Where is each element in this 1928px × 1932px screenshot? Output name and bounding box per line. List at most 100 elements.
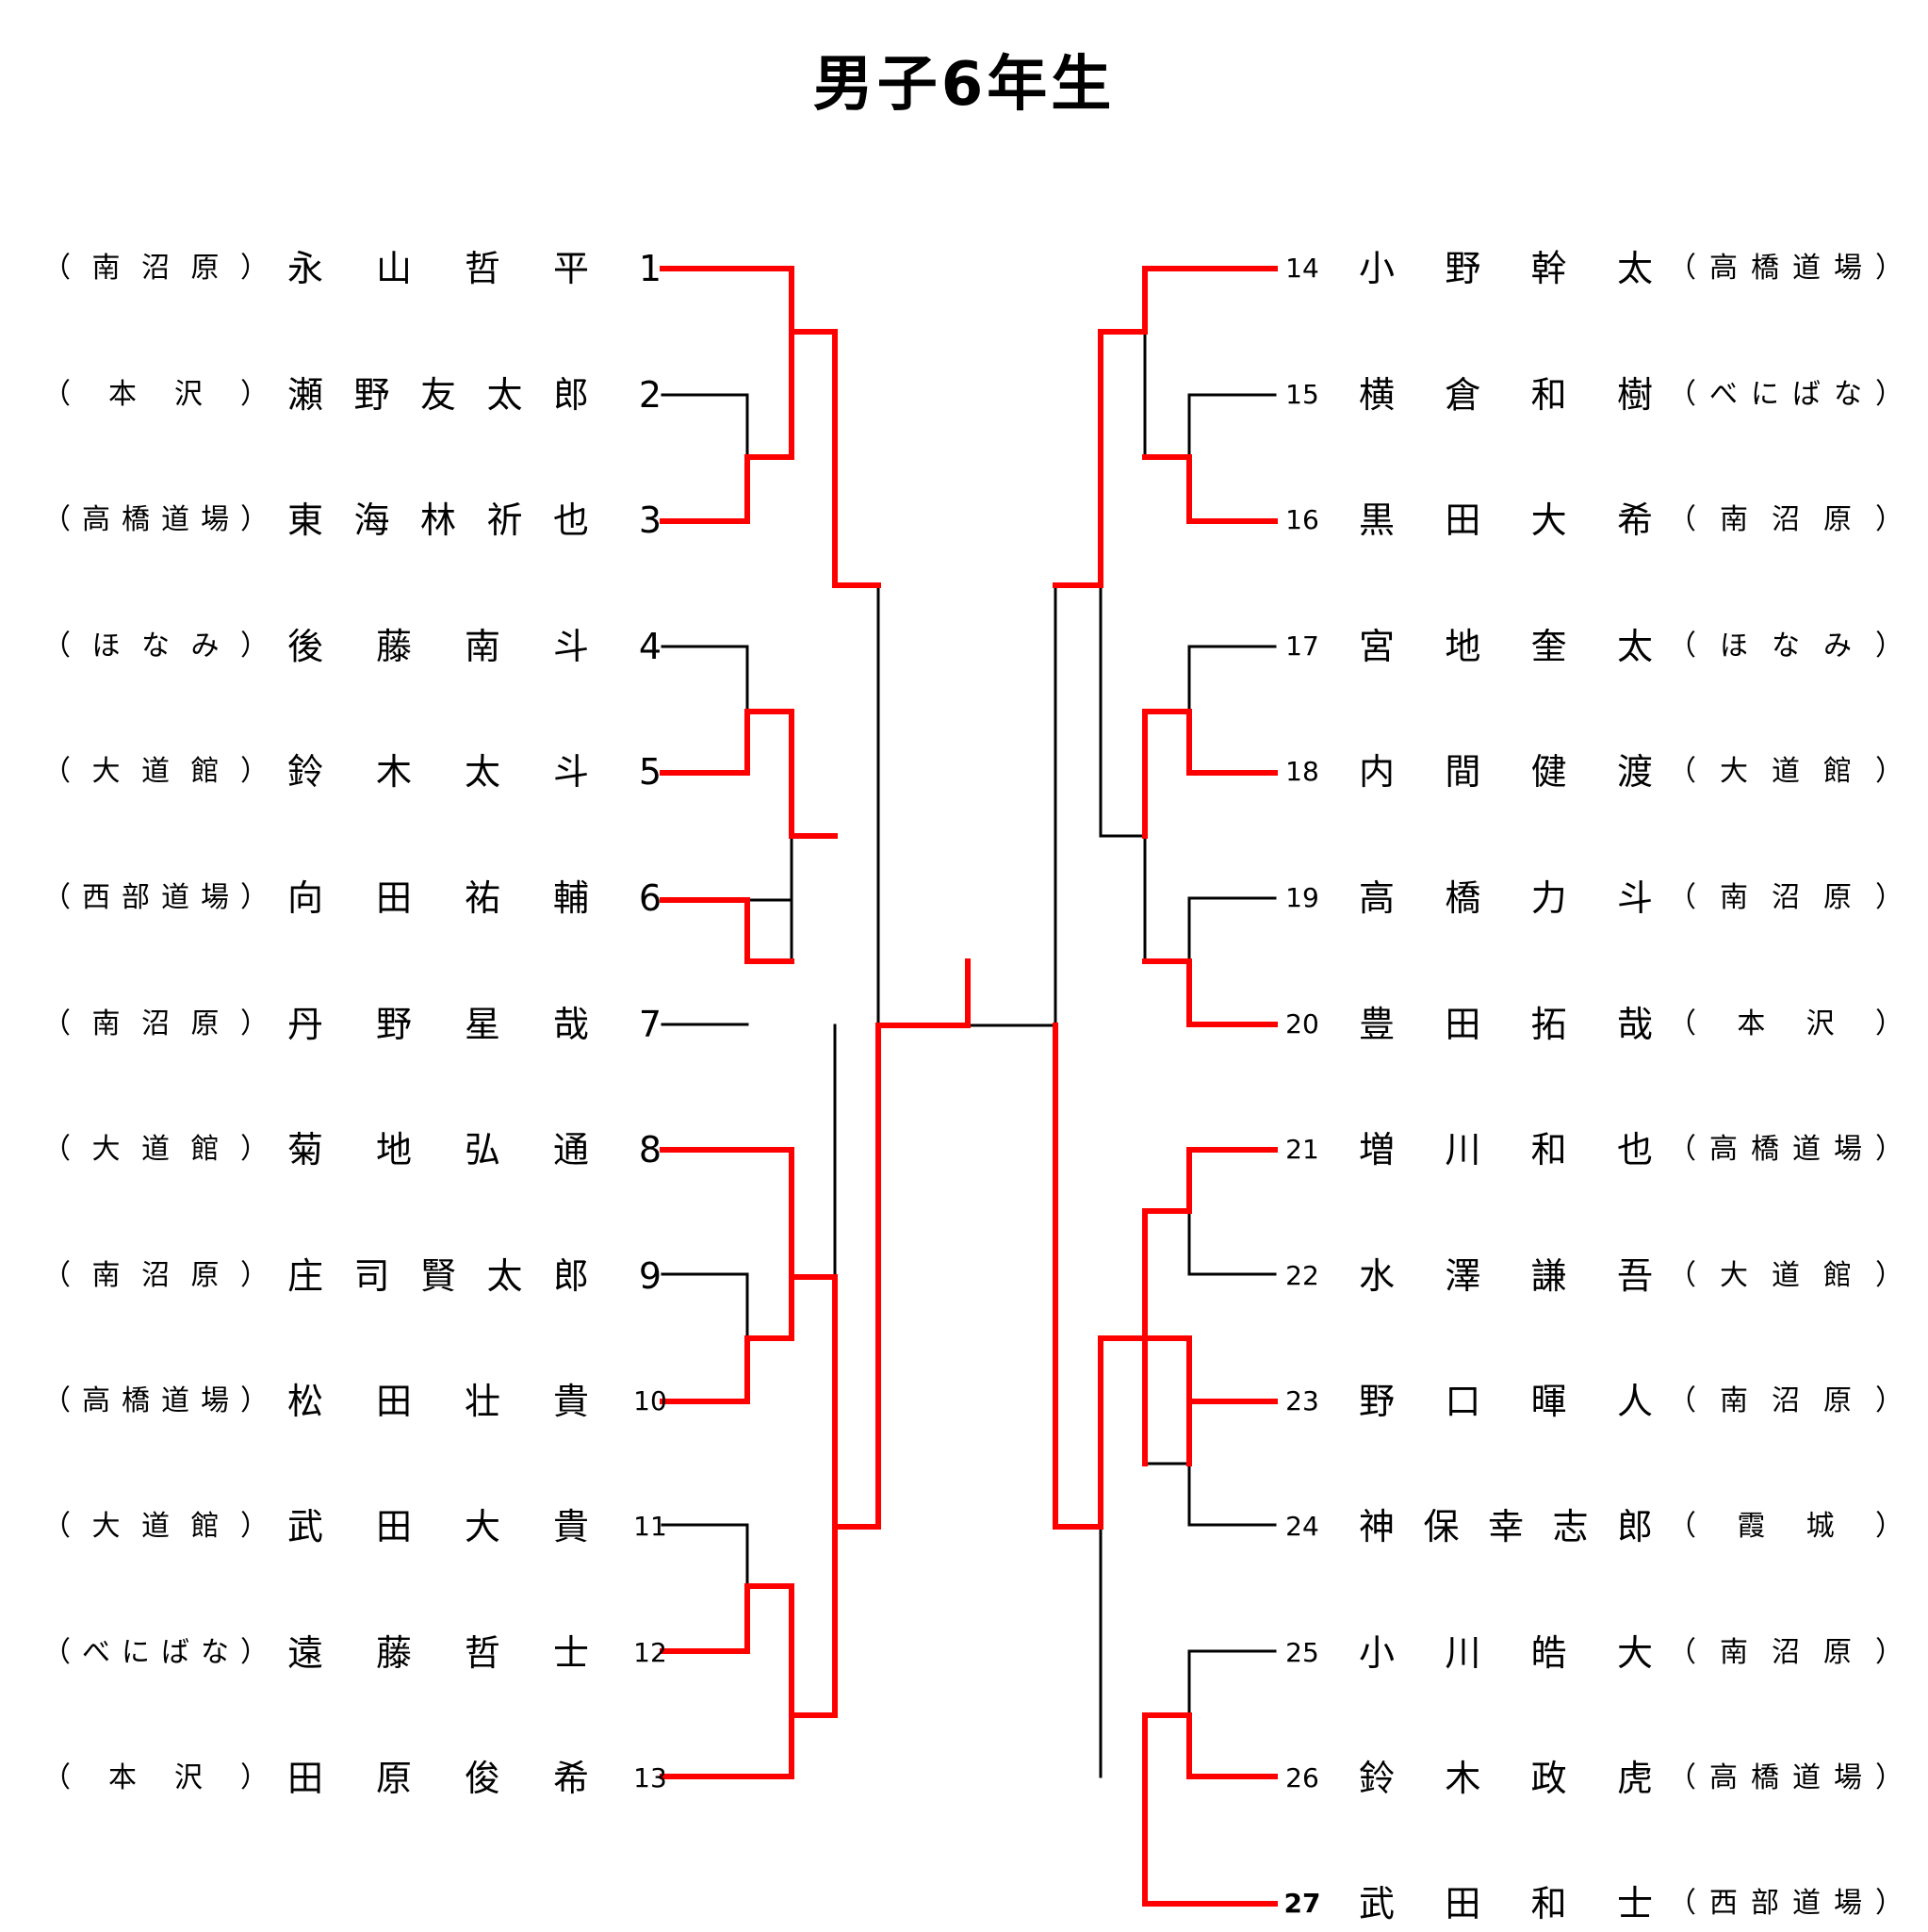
club-name: （大道館） <box>42 755 269 788</box>
player-name: 鈴木太斗 <box>287 751 589 793</box>
player-name: 野口暉人 <box>1359 1381 1653 1422</box>
seed-number: 4 <box>638 626 662 667</box>
seed-number: 11 <box>633 1511 667 1542</box>
bracket-line <box>1187 896 1277 963</box>
seed-number: 10 <box>633 1385 667 1416</box>
seed-number: 1 <box>638 248 662 289</box>
seed-number: 8 <box>638 1129 662 1171</box>
winner-line <box>1142 1712 1278 1907</box>
club-name: （高橋道場） <box>1668 252 1903 285</box>
seed-number: 14 <box>1285 253 1319 284</box>
seed-number: 19 <box>1285 882 1319 913</box>
player-name: 武田和士 <box>1359 1883 1653 1924</box>
club-name: （西部道場） <box>1668 1887 1903 1920</box>
winner-line <box>1142 454 1278 524</box>
player-name: 菊地弘通 <box>287 1129 589 1171</box>
winner-line <box>660 266 881 588</box>
winner-line <box>1142 709 1278 839</box>
player-name: 内間健渡 <box>1359 751 1653 793</box>
club-name: （大道館） <box>1668 755 1903 788</box>
seed-number: 26 <box>1285 1762 1319 1793</box>
bracket-line <box>1143 393 1277 459</box>
seed-number: 23 <box>1285 1385 1319 1416</box>
player-name: 水澤謙吾 <box>1359 1255 1653 1297</box>
winner-line <box>1142 1712 1278 1779</box>
bracket-line <box>1187 645 1277 713</box>
seed-number: 2 <box>638 374 662 416</box>
seed-number: 18 <box>1285 756 1319 787</box>
seed-number: 3 <box>638 499 662 541</box>
player-name: 増川和也 <box>1359 1129 1653 1171</box>
player-name: 豊田拓哉 <box>1359 1004 1653 1045</box>
winner-line <box>1053 1023 1278 1530</box>
player-name: 小川皓大 <box>1359 1632 1653 1674</box>
winner-line <box>1186 1399 1278 1466</box>
seed-number: 21 <box>1285 1134 1319 1165</box>
seed-number: 6 <box>638 877 662 919</box>
bracket-line <box>1187 1209 1277 1276</box>
seed-number: 20 <box>1285 1008 1319 1040</box>
seed-number: 16 <box>1285 504 1319 535</box>
player-name: 小野幹太 <box>1359 248 1653 289</box>
club-name: （南沼原） <box>1668 1384 1903 1417</box>
club-name: （高橋道場） <box>42 1384 269 1417</box>
seed-number: 17 <box>1285 630 1319 662</box>
club-name: （大道館） <box>42 1510 269 1543</box>
winner-line <box>660 329 794 524</box>
player-name: 宮地奎太 <box>1359 626 1653 667</box>
club-name: （西部道場） <box>42 881 269 914</box>
club-name: （ほなみ） <box>1668 630 1903 663</box>
player-name: 黒田大希 <box>1359 499 1653 541</box>
bracket-line <box>1143 1462 1277 1527</box>
bracket-line <box>833 583 880 1029</box>
player-name: 高橋力斗 <box>1359 877 1653 919</box>
bracket-line <box>661 1272 749 1340</box>
club-name: （南沼原） <box>1668 1636 1903 1669</box>
club-name: （高橋道場） <box>42 503 269 536</box>
player-name: 田原俊希 <box>287 1758 589 1799</box>
player-name: 遠藤哲士 <box>287 1632 589 1674</box>
seed-number: 15 <box>1285 379 1319 410</box>
club-name: （南沼原） <box>1668 881 1903 914</box>
club-name: （本沢） <box>42 1761 269 1794</box>
club-name: （霞城） <box>1668 1510 1903 1543</box>
seed-number: 13 <box>633 1762 667 1793</box>
club-name: （南沼原） <box>1668 503 1903 536</box>
player-name: 永山哲平 <box>287 248 589 289</box>
bracket-line <box>661 645 749 713</box>
seed-number: 7 <box>638 1004 662 1045</box>
club-name: （高橋道場） <box>1668 1133 1903 1166</box>
winner-line <box>660 1274 794 1404</box>
winner-line <box>1053 266 1278 588</box>
seed-number: 9 <box>638 1255 662 1297</box>
bracket-line <box>661 393 749 459</box>
player-name: 武田大貴 <box>287 1506 589 1547</box>
winner-line <box>1142 1335 1278 1466</box>
club-name: （ほなみ） <box>42 630 269 663</box>
player-name: 鈴木政虎 <box>1359 1758 1653 1799</box>
winner-line <box>660 958 971 1530</box>
winner-line <box>660 709 838 839</box>
bracket-line <box>1187 1649 1277 1717</box>
bracket-line <box>1054 583 1103 1027</box>
club-name: （本沢） <box>1668 1007 1903 1040</box>
club-name: （大道館） <box>42 1133 269 1166</box>
player-name: 横倉和樹 <box>1359 374 1653 416</box>
player-name: 庄司賢太郎 <box>287 1255 589 1297</box>
seed-number: 5 <box>638 751 662 793</box>
player-name: 東海林祈也 <box>287 499 589 541</box>
seed-number: 27 <box>1283 1888 1321 1919</box>
winner-line <box>660 1712 794 1779</box>
seed-number: 22 <box>1285 1260 1319 1291</box>
player-name: 松田壮貴 <box>287 1381 589 1422</box>
winner-line <box>660 897 794 964</box>
club-name: （南沼原） <box>42 252 269 285</box>
club-name: （大道館） <box>1668 1259 1903 1292</box>
seed-number: 24 <box>1285 1511 1319 1542</box>
player-name: 丹野星哉 <box>287 1004 589 1045</box>
player-name: 後藤南斗 <box>287 626 589 667</box>
club-name: （べにばな） <box>1668 378 1903 411</box>
player-name: 向田祐輔 <box>287 877 589 919</box>
club-name: （高橋道場） <box>1668 1761 1903 1794</box>
